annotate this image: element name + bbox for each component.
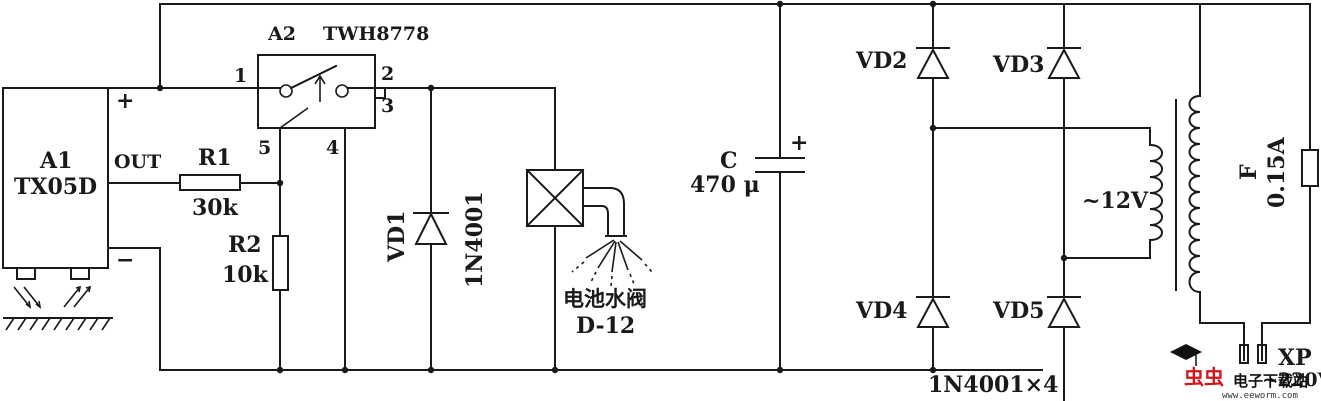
water-valve — [525, 168, 627, 237]
watermark-logo: 虫虫 电子下载站 www.eeworm.com — [1170, 344, 1308, 401]
fuse-f — [1301, 149, 1319, 187]
a1-name: A1 — [39, 148, 72, 174]
r1-name: R1 — [198, 145, 232, 171]
pin1-label: 1 — [234, 65, 247, 87]
transformer — [1148, 94, 1202, 294]
out-label: OUT — [114, 151, 161, 173]
r2-name: R2 — [228, 232, 262, 258]
vd3-label: VD3 — [992, 52, 1044, 78]
capacitor-value: 470 μ — [690, 172, 760, 198]
switch-module-a2 — [257, 54, 376, 129]
r2-value: 10k — [222, 262, 269, 288]
a1-minus-label: − — [116, 247, 134, 273]
diode-vd4 — [916, 296, 950, 328]
diode-vd1 — [413, 211, 449, 245]
capacitor-c — [755, 157, 805, 173]
watermark-url: www.eeworm.com — [1222, 391, 1298, 401]
watermark-brand-text: 电子下载站 — [1233, 372, 1308, 390]
a1-plus-label: + — [116, 88, 134, 114]
diode-vd3 — [1047, 47, 1081, 79]
ground-surface-icon — [3, 317, 113, 331]
pin5-label: 5 — [258, 137, 271, 159]
wires — [107, 3, 1311, 401]
capacitor-name: C — [720, 148, 738, 174]
valve-name: 电池水阀 — [563, 287, 647, 311]
sensor-module-a1: A1 TX05D — [2, 87, 109, 280]
r1-value: 30k — [192, 195, 239, 221]
resistor-r1 — [179, 174, 241, 191]
plug-label: XP — [1278, 345, 1312, 371]
diode-vd2 — [916, 47, 950, 79]
resistor-r2 — [272, 235, 289, 291]
capacitor-plus: + — [790, 130, 808, 156]
vd2-label: VD2 — [855, 48, 907, 74]
vd1-name: VD1 — [384, 211, 410, 263]
vd1-model: 1N4001 — [462, 191, 488, 288]
fuse-name: F — [1236, 164, 1262, 180]
plug-xp — [1239, 344, 1267, 364]
pin2-label: 2 — [381, 63, 394, 85]
infrared-arrows-icon — [13, 285, 92, 309]
a1-model: TX05D — [14, 174, 97, 200]
junction-dots — [156, 0, 1068, 374]
vd5-label: VD5 — [992, 298, 1044, 324]
watermark-brand-red: 虫虫 — [1184, 365, 1224, 389]
mains-label: ~220V — [1262, 369, 1321, 391]
a2-name: A2 — [267, 23, 296, 45]
pin4-label: 4 — [326, 137, 339, 159]
diode-vd5 — [1047, 296, 1081, 328]
a2-model: TWH8778 — [323, 23, 429, 45]
bridge-note: 1N4001×4 — [928, 372, 1058, 398]
vd4-label: VD4 — [855, 298, 907, 324]
secondary-voltage: ~12V — [1082, 188, 1149, 214]
fuse-value: 0.15A — [1264, 136, 1290, 208]
pin3-label: 3 — [381, 95, 394, 117]
water-spray-icon — [571, 239, 653, 287]
valve-model: D-12 — [576, 313, 635, 339]
